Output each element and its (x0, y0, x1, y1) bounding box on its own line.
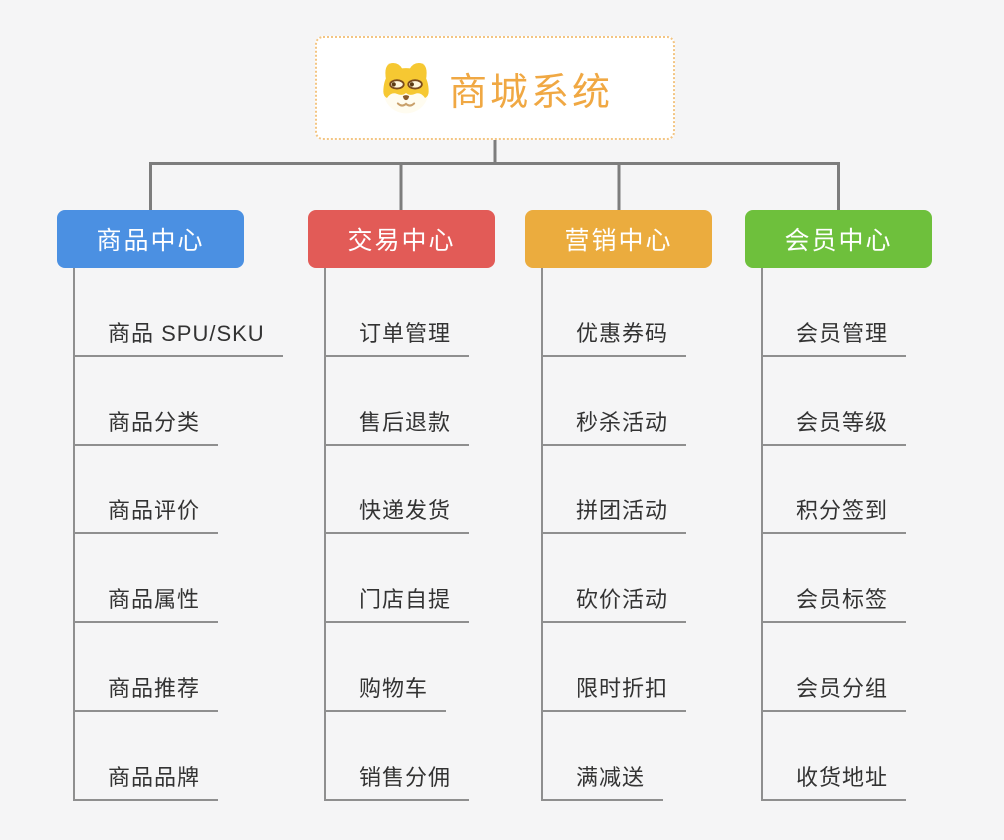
branch-item[interactable]: 商品分类 (75, 357, 219, 446)
branch-item[interactable]: 会员等级 (763, 357, 907, 446)
branch-item[interactable]: 拼团活动 (543, 446, 687, 535)
branch-item[interactable]: 门店自提 (326, 534, 470, 623)
branch-item[interactable]: 会员管理 (763, 268, 907, 357)
root-node[interactable]: 商城系统 (315, 36, 675, 140)
branch-header-label: 营销中心 (564, 227, 673, 255)
branch-header-member-center[interactable]: 会员中心 (745, 210, 932, 268)
branch-item[interactable]: 商品品牌 (75, 712, 219, 801)
branch-header-product-center[interactable]: 商品中心 (57, 210, 244, 268)
branch-column-marketing-center: 优惠券码 秒杀活动 拼团活动 砍价活动 限时折扣 满减送 (541, 268, 687, 801)
branch-header-trade-center[interactable]: 交易中心 (308, 210, 495, 268)
branch-item[interactable]: 商品属性 (75, 534, 219, 623)
branch-header-label: 商品中心 (96, 227, 205, 255)
root-title: 商城系统 (448, 71, 613, 114)
branch-item[interactable]: 快递发货 (326, 446, 470, 535)
branch-header-label: 交易中心 (347, 227, 456, 255)
branch-item[interactable]: 秒杀活动 (543, 357, 687, 446)
branch-item[interactable]: 商品推荐 (75, 623, 219, 712)
branch-header-marketing-center[interactable]: 营销中心 (525, 210, 712, 268)
branch-item[interactable]: 订单管理 (326, 268, 470, 357)
branch-column-product-center: 商品 SPU/SKU 商品分类 商品评价 商品属性 商品推荐 商品品牌 (73, 268, 283, 801)
branch-item[interactable]: 售后退款 (326, 357, 470, 446)
branch-item[interactable]: 商品 SPU/SKU (75, 268, 283, 357)
branch-item[interactable]: 优惠券码 (543, 268, 687, 357)
branch-item[interactable]: 会员标签 (763, 534, 907, 623)
branch-item[interactable]: 限时折扣 (543, 623, 687, 712)
branch-column-member-center: 会员管理 会员等级 积分签到 会员标签 会员分组 收货地址 (761, 268, 907, 801)
branch-item[interactable]: 积分签到 (763, 446, 907, 535)
branch-item[interactable]: 商品评价 (75, 446, 219, 535)
branch-item[interactable]: 砍价活动 (543, 534, 687, 623)
branch-item[interactable]: 购物车 (326, 623, 447, 712)
dog-face-icon (383, 62, 429, 114)
branch-item[interactable]: 满减送 (543, 712, 664, 801)
branch-item[interactable]: 销售分佣 (326, 712, 470, 801)
branch-item[interactable]: 收货地址 (763, 712, 907, 801)
branch-header-label: 会员中心 (784, 227, 893, 255)
branch-item[interactable]: 会员分组 (763, 623, 907, 712)
branch-column-trade-center: 订单管理 售后退款 快递发货 门店自提 购物车 销售分佣 (324, 268, 470, 801)
